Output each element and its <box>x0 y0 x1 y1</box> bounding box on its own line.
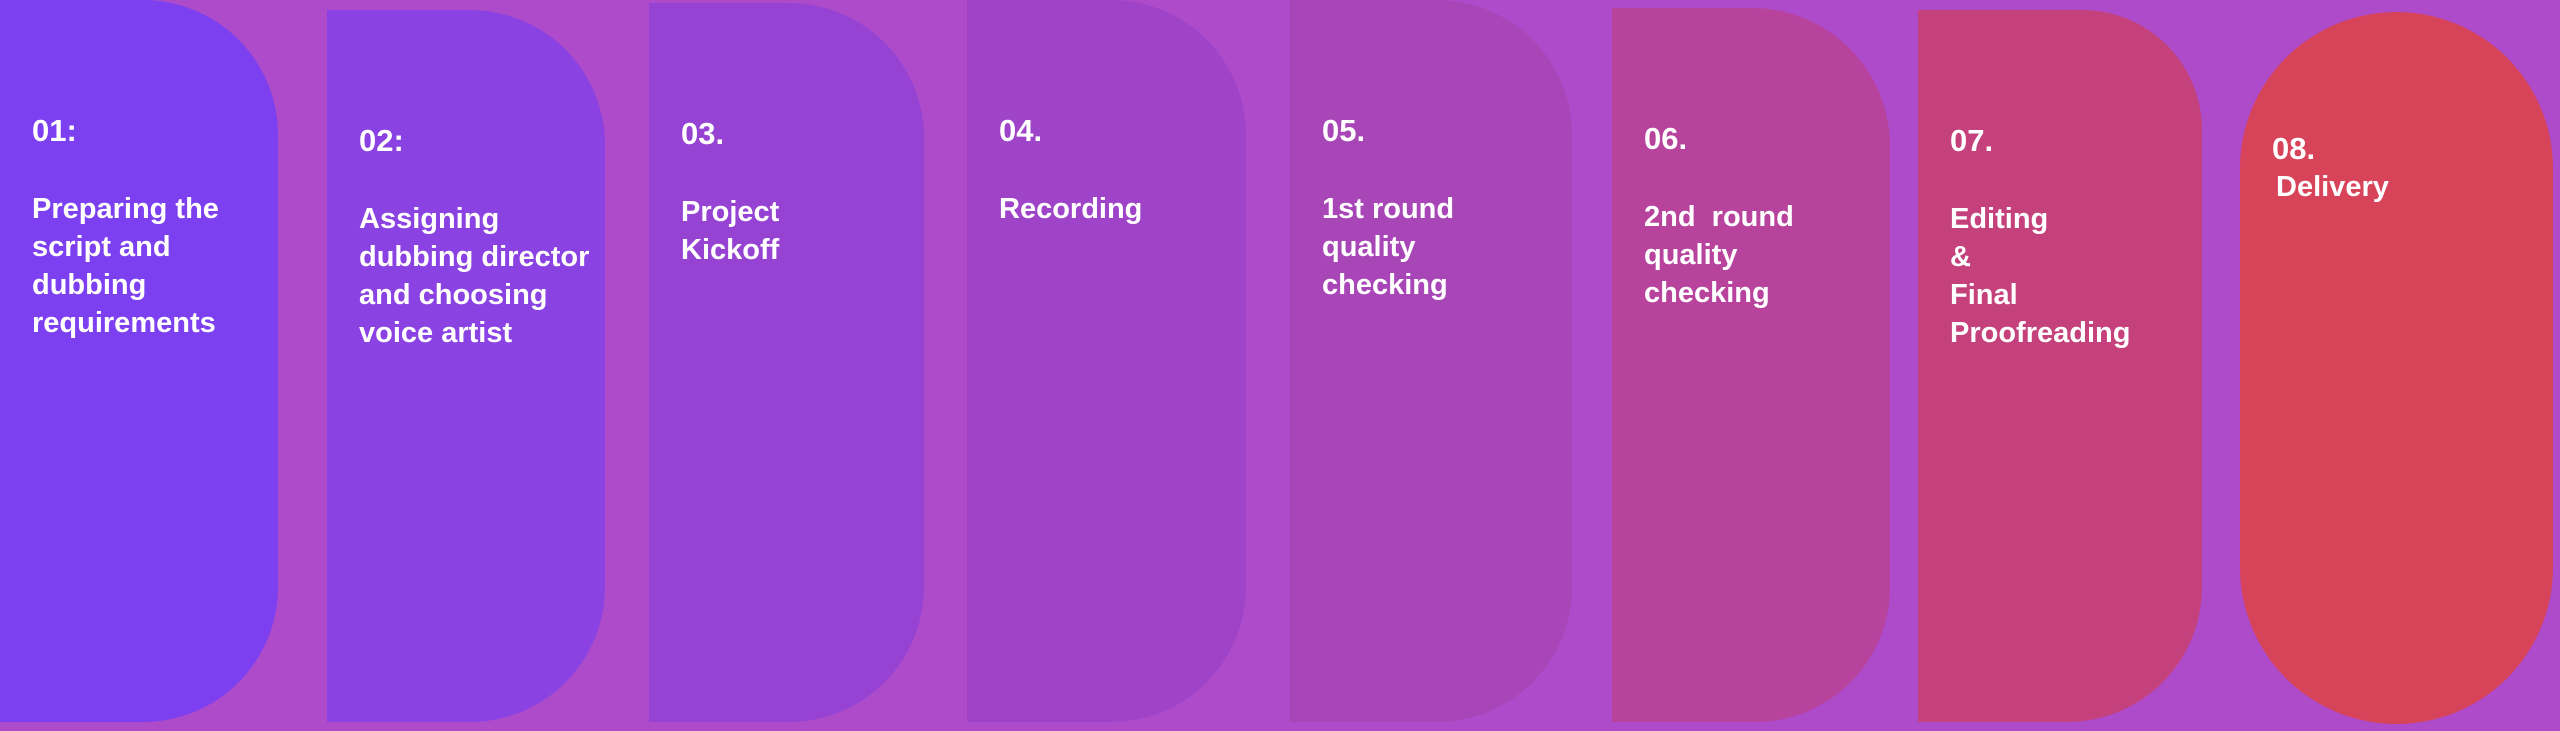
step-label: Assigning dubbing director and choosing … <box>359 200 599 352</box>
step-label-line: dubbing <box>32 269 147 301</box>
step-number: 06. <box>1644 121 1688 156</box>
step-card-04: 04. Recording <box>967 0 1246 722</box>
step-label-line: voice artist <box>359 317 513 349</box>
step-label: Editing & Final Proofreading <box>1950 200 2196 352</box>
step-label: Project Kickoff <box>681 193 918 269</box>
step-label: Preparing the script and dubbing require… <box>32 190 272 342</box>
step-label-line: checking <box>1322 269 1448 301</box>
step-label: 2nd round quality checking <box>1644 198 1884 312</box>
step-label-line: quality <box>1322 231 1416 263</box>
step-label: Recording <box>999 190 1240 228</box>
step-number: 02: <box>359 123 404 158</box>
step-card-01: 01: Preparing the script and dubbing req… <box>0 0 278 722</box>
step-label-line: Final <box>1950 279 2018 311</box>
step-label-line: requirements <box>32 307 216 339</box>
step-label: 1st round quality checking <box>1322 190 1566 304</box>
step-number: 05. <box>1322 113 1366 148</box>
step-number: 08. <box>2272 131 2316 166</box>
step-label-line: Project <box>681 196 780 228</box>
step-label-line: Editing <box>1950 203 2049 235</box>
step-label-line: script and <box>32 231 171 263</box>
step-label-line: Proofreading <box>1950 317 2131 349</box>
step-number: 01: <box>32 113 77 148</box>
step-number: 07. <box>1950 123 1994 158</box>
step-card-06: 06. 2nd round quality checking <box>1612 8 1890 722</box>
step-label-line: dubbing director <box>359 241 590 273</box>
step-label-line: Recording <box>999 193 1143 225</box>
step-label-line: 1st round <box>1322 193 1455 225</box>
step-label: Delivery <box>2276 168 2547 206</box>
step-card-05: 05. 1st round quality checking <box>1290 0 1572 722</box>
step-label-line: Kickoff <box>681 234 780 266</box>
step-label-line: quality <box>1644 239 1738 271</box>
step-card-03: 03. Project Kickoff <box>649 3 924 722</box>
step-card-08: 08. Delivery <box>2240 12 2553 724</box>
step-label-line: & <box>1950 241 1971 273</box>
step-card-02: 02: Assigning dubbing director and choos… <box>327 10 605 722</box>
step-label-line: Assigning <box>359 203 500 235</box>
step-label-line: 2nd round <box>1644 201 1794 233</box>
step-card-07: 07. Editing & Final Proofreading <box>1918 10 2202 722</box>
step-label-line: Preparing the <box>32 193 219 225</box>
step-number: 04. <box>999 113 1043 148</box>
step-label-line: checking <box>1644 277 1770 309</box>
step-number: 03. <box>681 116 725 151</box>
step-label-line: Delivery <box>2276 171 2389 203</box>
step-label-line: and choosing <box>359 279 548 311</box>
